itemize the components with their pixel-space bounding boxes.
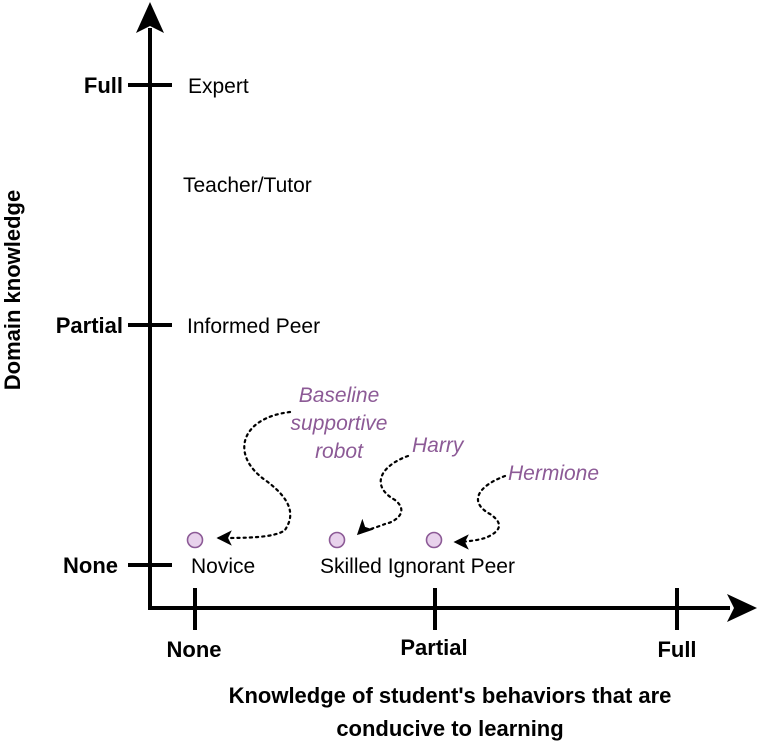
agent-baseline-line3: robot (315, 440, 364, 463)
x-tick-label-partial: Partial (400, 635, 467, 660)
harry-pointer-arrow (356, 454, 410, 536)
y-axis-arrowhead (136, 2, 164, 33)
agent-hermione-label: Hermione (508, 462, 599, 485)
agent-hermione-dot (425, 531, 443, 549)
y-axis-title: Domain knowledge (0, 190, 25, 390)
agent-baseline-line1: Baseline (299, 384, 380, 407)
agent-harry-label: Harry (412, 434, 465, 457)
role-informed-peer: Informed Peer (187, 315, 320, 338)
agent-harry-dot (328, 531, 346, 549)
x-axis-arrowhead (727, 594, 757, 622)
y-tick-label-full: Full (84, 73, 123, 98)
x-axis-title-line2: conducive to learning (336, 716, 563, 741)
x-tick-label-full: Full (657, 637, 696, 662)
x-tick-label-none: None (167, 637, 222, 662)
role-expert: Expert (188, 75, 249, 98)
role-teacher: Teacher/Tutor (183, 174, 312, 197)
y-tick-label-none: None (63, 553, 118, 578)
agent-baseline-dot (186, 531, 204, 549)
x-axis-title-line1: Knowledge of student's behaviors that ar… (229, 683, 672, 708)
y-tick-label-partial: Partial (56, 313, 123, 338)
hermione-pointer-arrow (453, 474, 507, 550)
agent-baseline-line2: supportive (291, 412, 388, 435)
baseline-pointer-arrow (216, 410, 292, 546)
role-novice: Novice (191, 555, 255, 578)
role-skilled-ignorant-peer: Skilled Ignorant Peer (320, 555, 515, 578)
